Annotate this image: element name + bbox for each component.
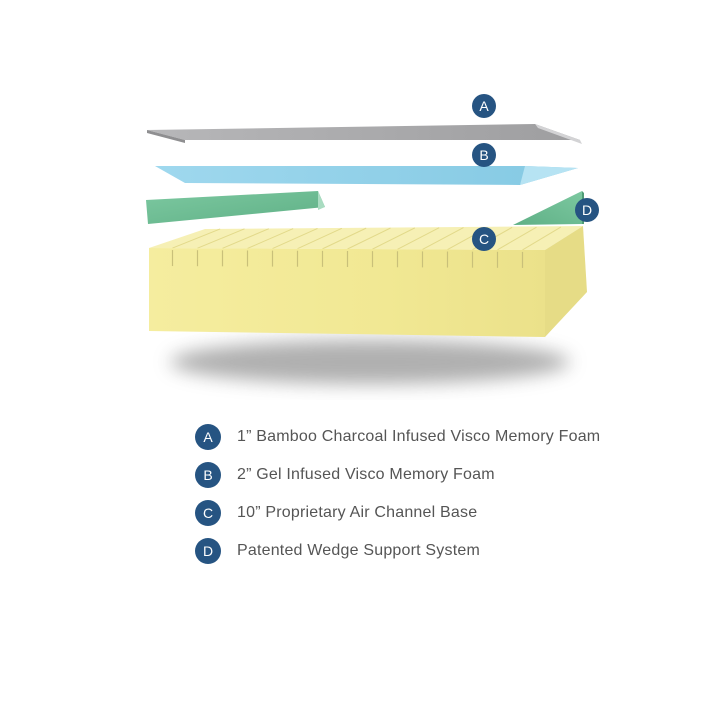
callout-d-label: D [582,202,592,218]
legend-badge-d: D [195,538,221,564]
legend-text-d: Patented Wedge Support System [237,542,480,559]
layer-a-bamboo-charcoal-foam [147,124,582,144]
legend-item-a: A 1” Bamboo Charcoal Infused Visco Memor… [195,418,675,456]
legend-text-c: 10” Proprietary Air Channel Base [237,504,478,521]
callout-b-label: B [479,147,488,163]
layer-b-gel-foam [155,166,578,185]
legend-badge-c: C [195,500,221,526]
callout-c-badge: C [472,227,496,251]
callout-d-badge: D [575,198,599,222]
legend-item-b: B 2” Gel Infused Visco Memory Foam [195,456,675,494]
legend-text-b: 2” Gel Infused Visco Memory Foam [237,466,495,483]
callout-b-badge: B [472,143,496,167]
layer-c-base [149,226,587,337]
legend-item-d: D Patented Wedge Support System [195,532,675,570]
legend-text-a: 1” Bamboo Charcoal Infused Visco Memory … [237,428,601,445]
callout-a-badge: A [472,94,496,118]
callout-c-label: C [479,231,489,247]
wedge-left [146,191,325,224]
legend-badge-a: A [195,424,221,450]
base-shadow [170,340,570,384]
callout-a-label: A [479,98,489,114]
wedge-right [513,191,584,225]
legend: A 1” Bamboo Charcoal Infused Visco Memor… [195,418,675,570]
mattress-layers-diagram: A B C D [146,94,599,384]
legend-badge-b: B [195,462,221,488]
legend-item-c: C 10” Proprietary Air Channel Base [195,494,675,532]
